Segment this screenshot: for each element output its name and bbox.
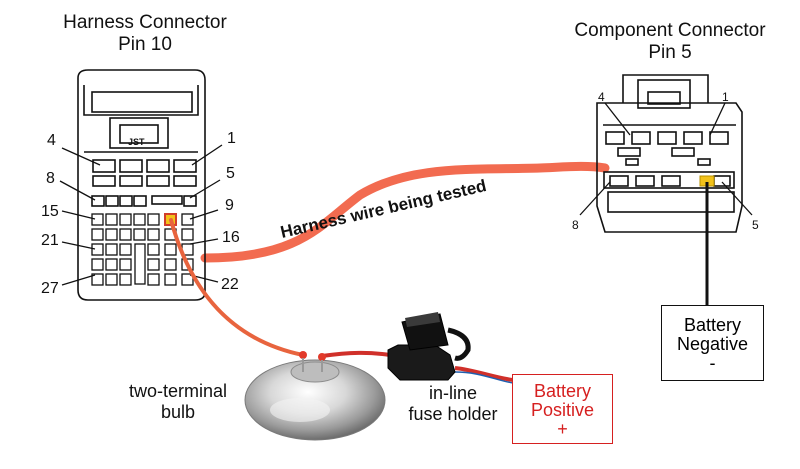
battery-negative-line2: Negative (676, 334, 749, 354)
harness-title-text: Harness Connector (63, 12, 227, 33)
battery-negative-sign: - (709, 353, 716, 373)
component-title-text: Component Connector (574, 20, 766, 41)
harness-pin-label: Pin 10 (118, 34, 172, 55)
component-pin-1: 1 (722, 90, 729, 104)
harness-pin-22: 22 (221, 276, 239, 293)
harness-connector-title: Harness Connector Pin 10 (60, 12, 230, 56)
component-leader-lines (579, 102, 753, 216)
component-connector (596, 74, 743, 233)
harness-pin-5: 5 (226, 165, 235, 182)
harness-pin-16: 16 (222, 229, 240, 246)
harness-pin-15: 15 (41, 203, 59, 220)
bulb-label: two-terminal bulb (118, 381, 238, 423)
bulb-icon (244, 351, 386, 441)
harness-wire (200, 161, 610, 263)
bulb-to-fuse-wire (321, 350, 391, 358)
harness-pin-4: 4 (47, 132, 56, 149)
fuse-holder (387, 312, 471, 381)
harness-leader-lines (59, 144, 223, 286)
fuse-label-line1: in-line (428, 383, 478, 403)
harness-pin-9: 9 (225, 197, 234, 214)
jst-mark: JST (128, 137, 145, 147)
battery-positive-sign: + (557, 419, 568, 439)
fuse-to-positive-wire (454, 366, 514, 382)
component-pin-label: Pin 5 (648, 42, 692, 63)
component-pin-5: 5 (752, 218, 759, 232)
bulb-label-line1: two-terminal (128, 381, 228, 401)
test-lead-to-bulb (169, 218, 305, 357)
battery-positive-line2: Positive (530, 400, 595, 420)
harness-connector (77, 69, 206, 301)
battery-negative-line1: Battery (683, 315, 742, 335)
harness-pin-27: 27 (41, 280, 59, 297)
harness-pin-21: 21 (41, 232, 59, 249)
battery-positive-box: Battery Positive + (512, 374, 613, 444)
component-pin-4: 4 (598, 90, 605, 104)
component-pin-8: 8 (572, 218, 579, 232)
battery-negative-box: Battery Negative - (661, 305, 764, 381)
battery-positive-line1: Battery (533, 381, 592, 401)
harness-pin-1: 1 (227, 130, 236, 147)
harness-pin-8: 8 (46, 170, 55, 187)
component-connector-title: Component Connector Pin 5 (555, 20, 785, 64)
fuse-label: in-line fuse holder (398, 383, 508, 425)
bulb-label-line2: bulb (160, 402, 196, 422)
fuse-label-line2: fuse holder (408, 404, 498, 424)
